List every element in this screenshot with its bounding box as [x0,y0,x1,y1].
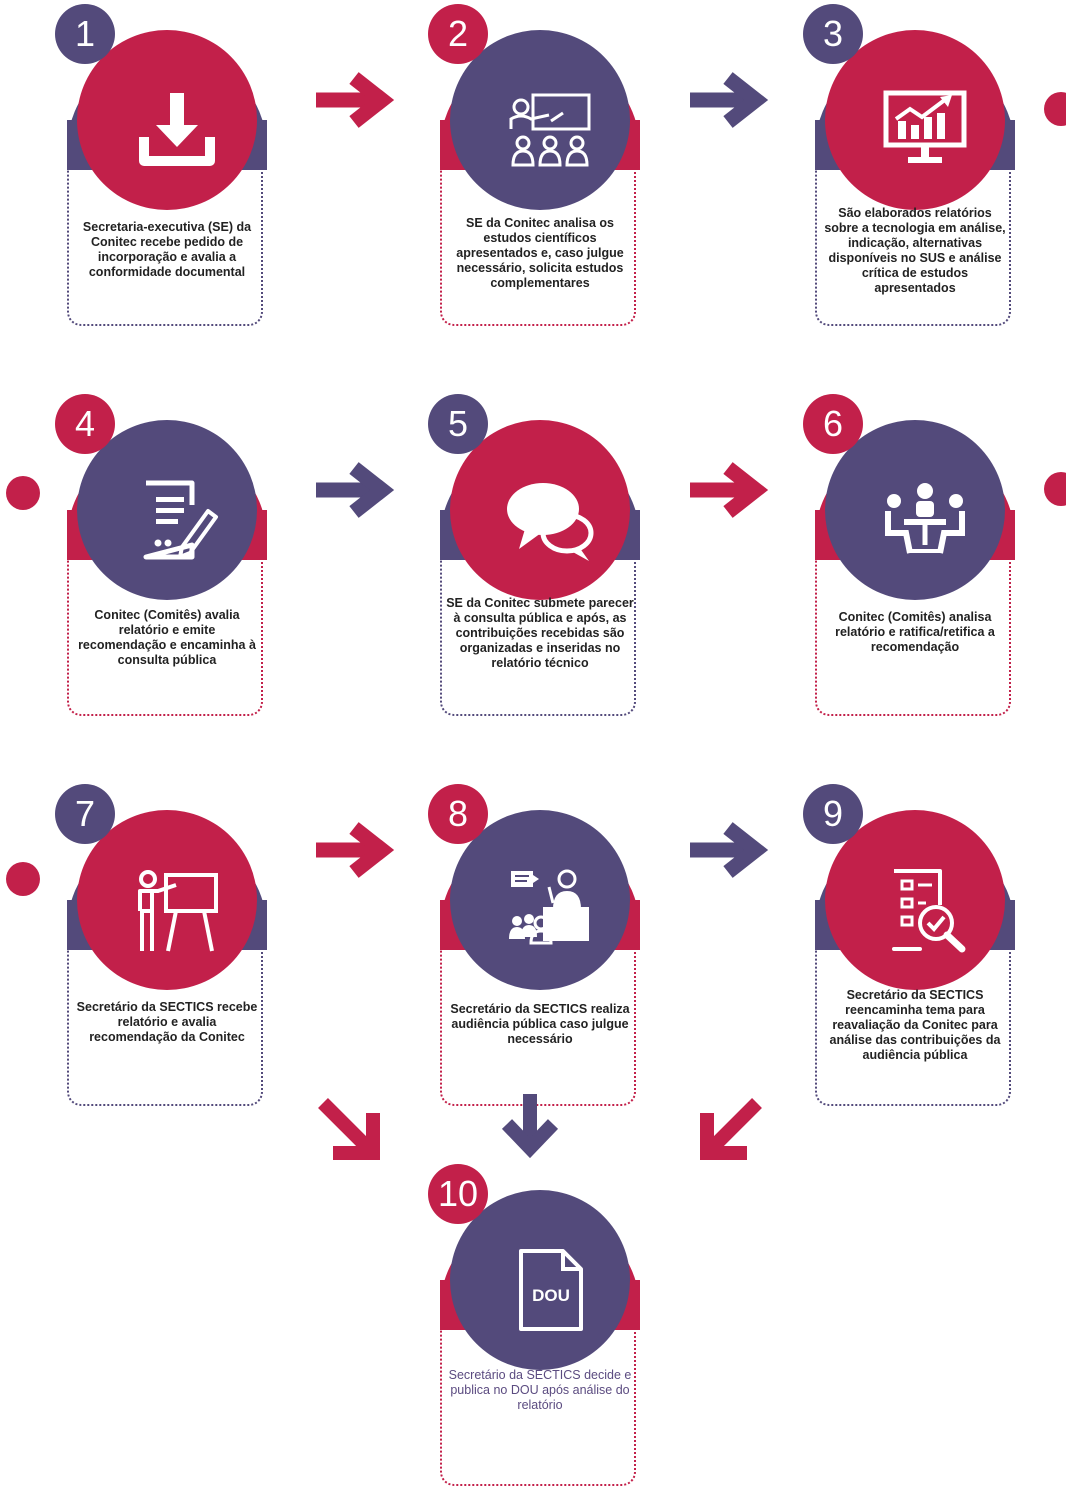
step-circle [450,810,630,990]
step-number: 7 [55,784,115,844]
step-circle [450,420,630,600]
step-number: 8 [428,784,488,844]
step-8: 8 Secretário da SECTICS realiza audiênci… [428,784,640,1110]
step-description-box [815,130,1011,326]
step-circle [825,30,1005,210]
step-description: Secretário da SECTICS recebe relatório e… [76,1000,258,1044]
dou-document-icon: DOU [505,1245,595,1335]
step-description: Secretário da SECTICS decide e publica n… [448,1368,632,1412]
step-description-box [67,910,263,1106]
presenter-board-icon [132,865,222,955]
right-arrow-icon [312,70,396,135]
step-number: 5 [428,394,488,454]
down-right-arrow-icon [315,1095,385,1170]
step-circle [450,30,630,210]
step-10: DOU 10 Secretário da SECTICS decide e pu… [428,1164,640,1490]
speech-bubbles-icon [505,475,595,565]
right-arrow-icon [686,460,770,525]
step-3: 3 São elaborados relatórios sobre a tecn… [803,4,1015,330]
step-description-box [440,520,636,716]
step-description-box [67,520,263,716]
download-icon [132,85,222,175]
down-left-arrow-icon [695,1095,765,1170]
right-arrow-icon [686,70,770,135]
step-description-box [67,130,263,326]
step-number: 3 [803,4,863,64]
step-number: 10 [428,1164,488,1224]
step-description: Secretaria-executiva (SE) da Conitec rec… [82,220,252,279]
step-circle: DOU [450,1190,630,1370]
right-arrow-icon [686,820,770,885]
step-1: 1 Secretaria-executiva (SE) da Conitec r… [55,4,267,330]
checklist-magnifier-icon [880,865,970,955]
meeting-table-icon [880,475,970,565]
step-description: Secretário da SECTICS reencaminha tema p… [829,988,1001,1062]
monitor-chart-icon [880,85,970,175]
right-arrow-icon [312,460,396,525]
step-description-box [815,520,1011,716]
step-description-box [440,910,636,1106]
down-arrow-icon [495,1090,565,1165]
step-description: Conitec (Comitês) avalia relatório e emi… [78,608,256,667]
step-6: 6 Conitec (Comitês) analisa relatório e … [803,394,1015,720]
step-circle [77,420,257,600]
step-description: Secretário da SECTICS realiza audiência … [450,1002,630,1046]
connector-dot [1044,92,1066,126]
step-description: São elaborados relatórios sobre a tecnol… [824,206,1006,295]
step-2: 2 SE da Conitec analisa os estudos cient… [428,4,640,330]
step-5: 5 SE da Conitec submete parecer à consul… [428,394,640,720]
step-circle [825,810,1005,990]
public-hearing-icon [505,865,595,955]
step-description-box [440,130,636,326]
presentation-audience-icon [505,85,595,175]
connector-dot [6,862,40,896]
connector-dot [1044,472,1066,506]
right-arrow-icon [312,820,396,885]
step-number: 6 [803,394,863,454]
step-number: 1 [55,4,115,64]
step-description: SE da Conitec submete parecer à consulta… [446,596,634,670]
step-description: SE da Conitec analisa os estudos científ… [456,216,624,290]
step-circle [77,810,257,990]
step-number: 9 [803,784,863,844]
step-description: Conitec (Comitês) analisa relatório e ra… [835,610,995,654]
step-7: 7 Secretário da SECTICS recebe relatório… [55,784,267,1110]
document-pen-icon [132,475,222,565]
connector-dot [6,476,40,510]
step-circle [825,420,1005,600]
step-number: 4 [55,394,115,454]
step-9: 9 Secretário da SECTICS reencaminha tema… [803,784,1015,1110]
step-number: 2 [428,4,488,64]
step-description-box [815,910,1011,1106]
dou-icon-label: DOU [532,1286,570,1305]
step-4: 4 Conitec (Comitês) avalia relatório e e… [55,394,267,720]
step-circle [77,30,257,210]
